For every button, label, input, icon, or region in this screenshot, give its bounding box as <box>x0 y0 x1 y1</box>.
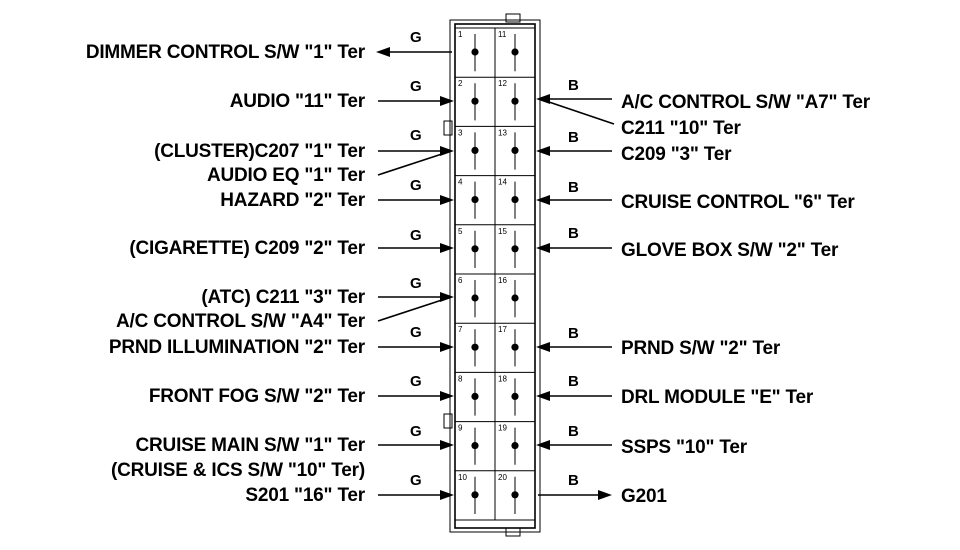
pin-number-17: 17 <box>498 325 507 334</box>
pin-number-1: 1 <box>458 30 463 39</box>
pin-dot-18 <box>511 392 519 400</box>
pin-dot-14 <box>511 196 519 204</box>
left-label-audio-eq: AUDIO EQ "1" Ter <box>207 165 366 186</box>
pin-dot-9 <box>471 442 479 450</box>
left-label-ac-a4: A/C CONTROL S/W "A4" Ter <box>116 311 366 332</box>
leader-lines <box>376 47 615 500</box>
right-label-c209: C209 "3" Ter <box>621 144 732 165</box>
pin-number-5: 5 <box>458 227 463 236</box>
pin-dot-5 <box>471 245 479 253</box>
right-label-prnd-sw: PRND S/W "2" Ter <box>621 338 781 359</box>
pin-number-6: 6 <box>458 276 463 285</box>
right-label-ssps: SSPS "10" Ter <box>621 437 748 458</box>
wire-code-left-8: G <box>410 373 422 390</box>
left-label-front-fog: FRONT FOG S/W "2" Ter <box>149 386 366 407</box>
wire-color-codes: G G G G G G G G G G B B B B B B B B <box>410 29 579 489</box>
left-label-s201: S201 "16" Ter <box>245 485 365 506</box>
left-label-audio: AUDIO "11" Ter <box>230 91 366 112</box>
pin-dot-1 <box>471 48 479 56</box>
left-label-hazard: HAZARD "2" Ter <box>220 190 366 211</box>
pin-number-11: 11 <box>498 30 507 39</box>
right-label-c211: C211 "10" Ter <box>621 118 741 139</box>
wire-code-right-13: B <box>568 129 579 146</box>
right-label-cruise-control: CRUISE CONTROL "6" Ter <box>621 192 855 213</box>
pin-number-13: 13 <box>498 128 507 137</box>
right-terminal-labels: A/C CONTROL S/W "A7" Ter C211 "10" Ter C… <box>621 92 871 507</box>
left-label-cruise-ics: (CRUISE & ICS S/W "10" Ter) <box>111 460 365 481</box>
wire-code-right-15: B <box>568 225 579 242</box>
pin-dot-20 <box>511 491 519 499</box>
pin-dot-17 <box>511 343 519 351</box>
pin-dot-12 <box>511 97 519 105</box>
pin-number-19: 19 <box>498 424 507 433</box>
pin-dot-7 <box>471 343 479 351</box>
wire-code-right-20: B <box>568 472 579 489</box>
pin-dot-8 <box>471 392 479 400</box>
pin-number-10: 10 <box>458 473 467 482</box>
wire-code-right-19: B <box>568 423 579 440</box>
connector-body <box>443 13 541 537</box>
left-label-cigarette: (CIGARETTE) C209 "2" Ter <box>129 238 365 259</box>
pin-number-14: 14 <box>498 178 507 187</box>
wire-code-right-18: B <box>568 373 579 390</box>
wire-code-left-1: G <box>410 29 422 46</box>
pin-dot-11 <box>511 48 519 56</box>
pin-dot-4 <box>471 196 479 204</box>
pin-dot-15 <box>511 245 519 253</box>
wire-code-left-5: G <box>410 227 422 244</box>
left-label-atc: (ATC) C211 "3" Ter <box>201 287 365 308</box>
wire-code-left-2: G <box>410 78 422 95</box>
right-label-ac-a7: A/C CONTROL S/W "A7" Ter <box>621 92 871 113</box>
left-label-cruise-main: CRUISE MAIN S/W "1" Ter <box>136 435 366 456</box>
wire-code-right-17: B <box>568 325 579 342</box>
left-label-dimmer: DIMMER CONTROL S/W "1" Ter <box>86 42 366 63</box>
wire-code-right-12: B <box>568 77 579 94</box>
pin-dot-19 <box>511 442 519 450</box>
wire-code-left-6: G <box>410 275 422 292</box>
left-label-cluster: (CLUSTER)C207 "1" Ter <box>154 141 366 162</box>
pin-number-8: 8 <box>458 374 463 383</box>
pin-number-15: 15 <box>498 227 507 236</box>
pin-number-18: 18 <box>498 374 507 383</box>
wire-code-right-14: B <box>568 179 579 196</box>
right-label-glove-box: GLOVE BOX S/W "2" Ter <box>621 240 839 261</box>
right-label-g201: G201 <box>621 486 667 507</box>
left-label-prnd-illum: PRND ILLUMINATION "2" Ter <box>109 337 366 358</box>
wire-code-left-7: G <box>410 324 422 341</box>
pin-dot-6 <box>471 294 479 302</box>
pin-dot-2 <box>471 97 479 105</box>
pin-number-3: 3 <box>458 128 463 137</box>
pin-number-20: 20 <box>498 473 507 482</box>
right-label-drl: DRL MODULE "E" Ter <box>621 387 814 408</box>
wire-code-left-10: G <box>410 472 422 489</box>
pin-number-9: 9 <box>458 424 463 433</box>
pin-number-2: 2 <box>458 79 463 88</box>
pin-dot-13 <box>511 146 519 154</box>
wire-code-left-9: G <box>410 423 422 440</box>
pin-dot-10 <box>471 491 479 499</box>
pin-number-16: 16 <box>498 276 507 285</box>
pin-number-7: 7 <box>458 325 463 334</box>
wire-code-left-4: G <box>410 177 422 194</box>
pin-number-4: 4 <box>458 178 463 187</box>
left-terminal-labels: DIMMER CONTROL S/W "1" Ter AUDIO "11" Te… <box>86 42 366 506</box>
pin-number-12: 12 <box>498 79 507 88</box>
wire-code-left-3: G <box>410 127 422 144</box>
pin-dot-16 <box>511 294 519 302</box>
pin-dot-3 <box>471 146 479 154</box>
